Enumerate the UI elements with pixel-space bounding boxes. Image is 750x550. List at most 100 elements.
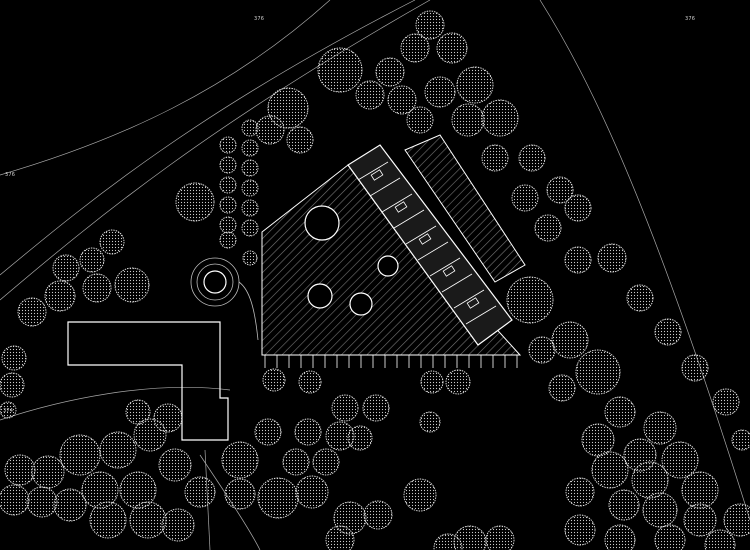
- tree-canopy-icon: [564, 194, 592, 222]
- tree-canopy-icon: [608, 489, 640, 521]
- tree-canopy-icon: [89, 501, 127, 539]
- tree-canopy-icon: [485, 525, 515, 550]
- tree-canopy-icon: [453, 525, 487, 550]
- tree-canopy-icon: [241, 139, 259, 157]
- tree-canopy-icon: [355, 80, 385, 110]
- tree-canopy-icon: [642, 492, 678, 528]
- tree-canopy-icon: [363, 500, 393, 530]
- tree-canopy-icon: [375, 57, 405, 87]
- tree-canopy-icon: [723, 503, 750, 537]
- tree-canopy-icon: [0, 484, 30, 516]
- tree-canopy-icon: [604, 396, 636, 428]
- tree-canopy-icon: [347, 425, 373, 451]
- tree-canopy-icon: [158, 448, 192, 482]
- tree-canopy-icon: [224, 478, 256, 510]
- tree-canopy-icon: [551, 321, 589, 359]
- tree-canopy-icon: [79, 247, 105, 273]
- tree-canopy-icon: [53, 488, 87, 522]
- tree-canopy-icon: [424, 76, 456, 108]
- tree-canopy-icon: [518, 144, 546, 172]
- tree-canopy-icon: [17, 297, 47, 327]
- tree-canopy-icon: [114, 267, 150, 303]
- tree-canopy-icon: [219, 231, 237, 249]
- tree-canopy-icon: [255, 115, 285, 145]
- tree-canopy-icon: [481, 144, 509, 172]
- tree-canopy-icon: [575, 349, 621, 395]
- tree-canopy-icon: [597, 243, 627, 273]
- tree-canopy-icon: [681, 354, 709, 382]
- tree-canopy-icon: [0, 401, 17, 419]
- tree-canopy-icon: [712, 388, 740, 416]
- tree-canopy-icon: [631, 461, 669, 499]
- tree-canopy-icon: [184, 476, 216, 508]
- tree-canopy-icon: [286, 126, 314, 154]
- tree-canopy-icon: [704, 529, 736, 550]
- tree-canopy-icon: [415, 10, 445, 40]
- tree-canopy-icon: [241, 159, 259, 177]
- tree-canopy-icon: [433, 533, 463, 550]
- tree-canopy-icon: [221, 441, 259, 479]
- tree-canopy-icon: [420, 370, 444, 394]
- tree-canopy-icon: [0, 372, 25, 398]
- tree-canopy-icon: [219, 156, 237, 174]
- tree-canopy-icon: [129, 501, 167, 539]
- tree-canopy-icon: [219, 196, 237, 214]
- tree-canopy-icon: [406, 106, 434, 134]
- tree-canopy-icon: [581, 423, 615, 457]
- tree-canopy-icon: [445, 369, 471, 395]
- tree-canopy-icon: [298, 370, 322, 394]
- tree-canopy-icon: [242, 250, 258, 266]
- trees: [0, 10, 750, 550]
- tree-canopy-icon: [331, 394, 359, 422]
- tree-canopy-icon: [481, 99, 519, 137]
- tree-canopy-icon: [564, 246, 592, 274]
- tree-canopy-icon: [436, 32, 468, 64]
- circle-icon: [307, 283, 333, 309]
- circle-icon: [349, 292, 373, 316]
- contour-label: 376: [254, 16, 265, 22]
- tree-canopy-icon: [626, 284, 654, 312]
- tree-canopy-icon: [387, 85, 417, 115]
- tree-canopy-icon: [681, 471, 719, 509]
- tree-canopy-icon: [419, 411, 441, 433]
- tree-canopy-icon: [31, 455, 65, 489]
- tree-canopy-icon: [52, 254, 80, 282]
- tree-canopy-icon: [241, 219, 259, 237]
- tree-canopy-icon: [591, 451, 629, 489]
- fence: [262, 354, 520, 368]
- tree-canopy-icon: [294, 418, 322, 446]
- tree-canopy-icon: [546, 176, 574, 204]
- contour-label: 374: [3, 408, 14, 414]
- tree-canopy-icon: [1, 345, 27, 371]
- tree-canopy-icon: [219, 136, 237, 154]
- proposed-building: [261, 134, 526, 368]
- tree-canopy-icon: [325, 525, 355, 550]
- circle-icon: [304, 205, 340, 241]
- tree-canopy-icon: [161, 508, 195, 542]
- tree-canopy-icon: [511, 184, 539, 212]
- contour-label: 376: [685, 16, 696, 22]
- residential-strip: [347, 144, 513, 346]
- tree-canopy-icon: [534, 214, 562, 242]
- roundabout: [190, 257, 259, 341]
- tree-canopy-icon: [254, 418, 282, 446]
- tree-canopy-icon: [241, 119, 259, 137]
- tree-canopy-icon: [654, 524, 686, 550]
- building-annex-roof: [404, 134, 526, 283]
- tree-canopy-icon: [604, 524, 636, 550]
- tree-canopy-icon: [506, 276, 554, 324]
- tree-canopy-icon: [528, 336, 556, 364]
- tree-canopy-icon: [44, 280, 76, 312]
- tree-canopy-icon: [400, 33, 430, 63]
- tree-canopy-icon: [219, 176, 237, 194]
- tree-canopy-icon: [643, 411, 677, 445]
- tree-canopy-icon: [219, 216, 237, 234]
- tree-canopy-icon: [564, 514, 596, 546]
- tree-canopy-icon: [362, 394, 390, 422]
- tree-canopy-icon: [125, 399, 151, 425]
- tree-canopy-icon: [99, 431, 137, 469]
- existing-building-outline: [67, 321, 229, 441]
- tree-canopy-icon: [241, 179, 259, 197]
- tree-canopy-icon: [82, 273, 112, 303]
